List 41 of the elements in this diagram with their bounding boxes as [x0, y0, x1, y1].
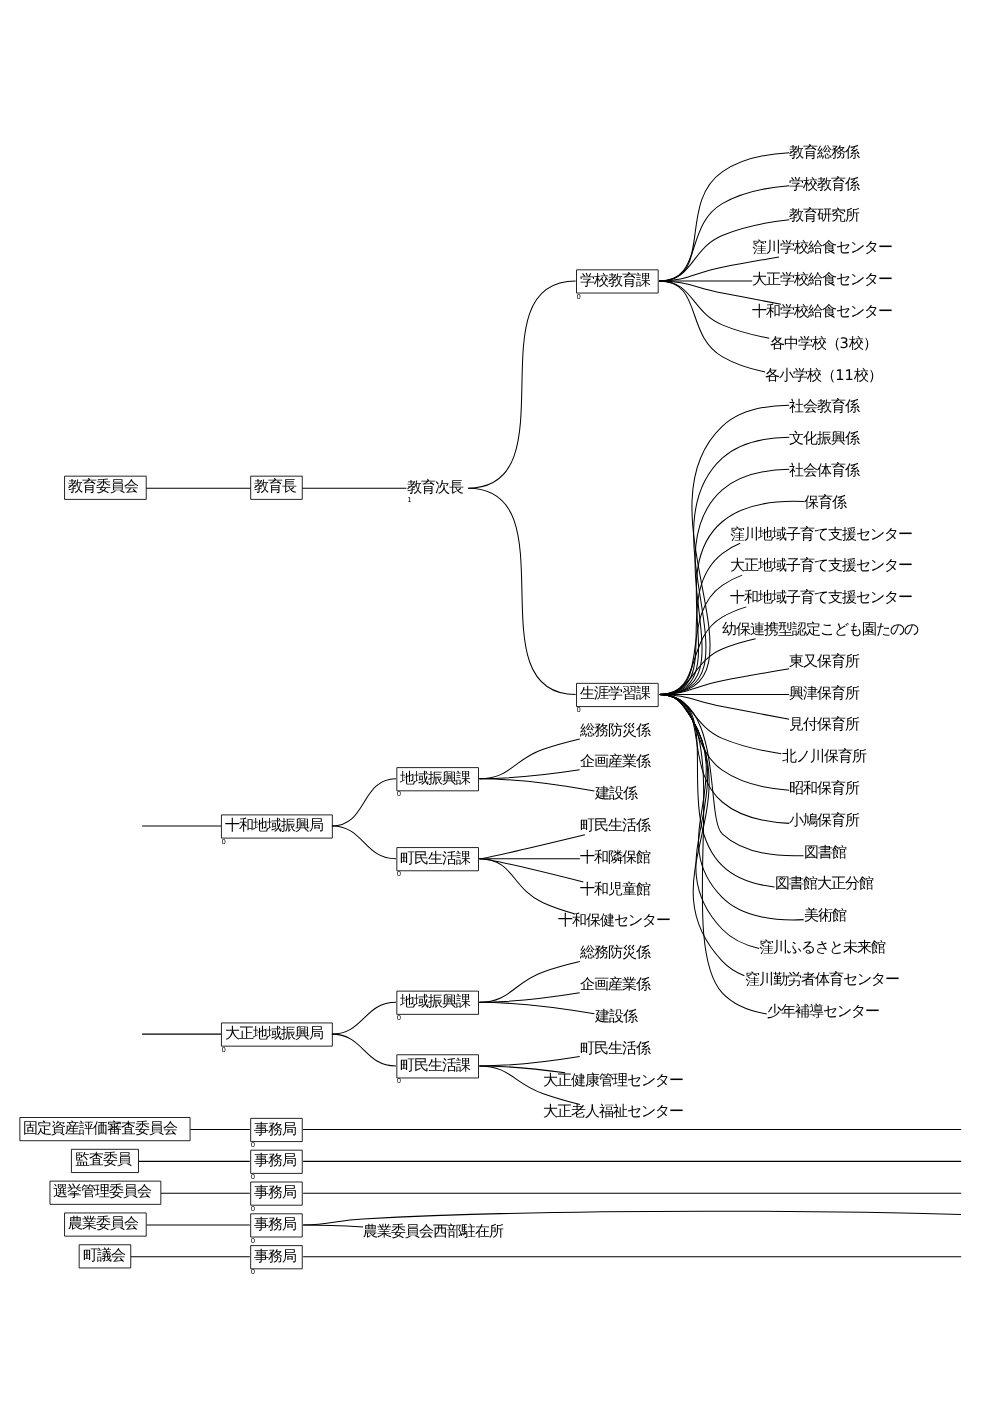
connector — [331, 1001, 397, 1035]
connector — [189, 1129, 251, 1131]
connector — [160, 1192, 251, 1194]
connector — [331, 1033, 397, 1067]
connector — [302, 1160, 962, 1162]
connector — [302, 1129, 962, 1131]
connector — [138, 1160, 251, 1162]
connector — [658, 280, 766, 373]
connector — [141, 1033, 222, 1035]
connector — [467, 280, 577, 489]
connector — [331, 825, 397, 860]
connector — [658, 694, 790, 791]
connector — [658, 185, 790, 282]
connector — [658, 694, 790, 824]
connector — [478, 961, 581, 1003]
connector — [331, 778, 397, 827]
connector — [130, 1256, 251, 1258]
connector — [145, 487, 252, 489]
connector — [658, 152, 790, 282]
connector — [658, 280, 770, 339]
connector — [658, 500, 805, 696]
connector — [478, 1001, 595, 1015]
connector — [658, 694, 768, 1015]
connector — [145, 1224, 251, 1226]
connector — [658, 606, 747, 696]
connector — [478, 778, 595, 792]
connector — [141, 825, 222, 827]
connector — [658, 694, 804, 857]
connector — [658, 219, 790, 282]
connector — [478, 858, 575, 915]
connector — [302, 1192, 962, 1194]
connector — [478, 1065, 581, 1106]
connector — [658, 256, 780, 282]
connector — [467, 487, 577, 696]
connector — [301, 487, 407, 489]
connector — [658, 694, 805, 921]
connector — [478, 834, 586, 860]
connector — [658, 280, 782, 305]
connector — [302, 1256, 962, 1258]
connector — [302, 1210, 962, 1226]
connector — [302, 1224, 364, 1228]
